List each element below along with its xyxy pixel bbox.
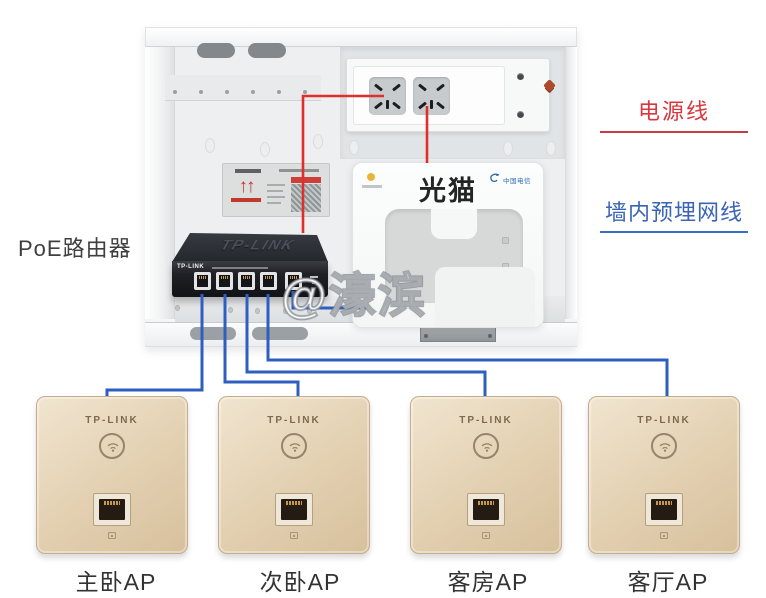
ethernet-port-icon <box>238 272 255 290</box>
sticker-title-bar <box>235 169 261 173</box>
rj45-jack-icon <box>93 493 131 526</box>
rj45-jack-icon <box>275 493 313 526</box>
ap-label-guest-room: 客房AP <box>447 569 529 595</box>
ap-brand: TP-LINK <box>637 415 691 426</box>
cable-knockout <box>252 327 308 340</box>
wall-ap-guest-room: TP-LINK <box>410 396 562 554</box>
ethernet-port-icon <box>260 272 277 290</box>
screw-icon <box>277 90 281 94</box>
floor-hole <box>255 308 260 314</box>
floor-hole <box>228 307 233 313</box>
ethernet-port-icon <box>216 272 233 290</box>
outlet-pin <box>418 101 427 110</box>
ap-label-master-bedroom: 主卧AP <box>75 569 157 595</box>
power-socket-panel <box>346 58 550 132</box>
carrier-name: 中国电信 <box>503 178 531 185</box>
switch-brand-front: TP-LINK <box>177 264 205 270</box>
wall-knockout <box>313 134 323 149</box>
ap-brand: TP-LINK <box>267 415 321 426</box>
switch-model-text-bar <box>212 267 268 269</box>
wall-knockout <box>349 140 359 155</box>
outlet-pin <box>374 101 383 110</box>
power-outlet <box>413 77 450 115</box>
poe-mark-icon <box>310 276 318 284</box>
wall-ap-second-bedroom: TP-LINK <box>218 396 370 554</box>
up-arrows-icon: ↑↑ <box>231 176 261 202</box>
sticker-red-band <box>291 177 321 183</box>
wall-knockout <box>205 138 215 153</box>
box-right-wall <box>565 47 577 319</box>
mounting-rail <box>165 75 321 101</box>
wall-ap-master-bedroom: TP-LINK <box>36 396 188 554</box>
ethernet-icon <box>108 532 116 539</box>
qr-code-icon <box>291 184 321 212</box>
box-lid <box>145 27 577 47</box>
ap-label-second-bedroom: 次卧AP <box>259 569 341 595</box>
screw-icon <box>251 90 255 94</box>
china-telecom-icon <box>489 171 501 189</box>
sticker-text-bar <box>267 196 285 198</box>
ethernet-port-icon <box>285 272 302 290</box>
legend-network-label: 墙内预埋网线 <box>604 200 743 225</box>
wall-knockout <box>546 141 556 156</box>
screw-icon <box>517 111 524 118</box>
ap-brand: TP-LINK <box>85 415 139 426</box>
wall-knockout <box>260 142 270 157</box>
poe-router-label: PoE路由器 <box>18 236 132 261</box>
legend-power-label: 电源线 <box>637 99 710 124</box>
power-outlet <box>369 77 406 115</box>
vent-slot <box>197 43 235 58</box>
bracket-notch <box>431 209 477 239</box>
outlet-pin <box>374 83 383 92</box>
wifi-indicator-icon <box>281 433 307 459</box>
wifi-indicator-icon <box>99 433 125 459</box>
outlet-pin <box>436 101 445 110</box>
screw-icon <box>225 90 229 94</box>
ethernet-icon <box>660 532 668 539</box>
socket-strip <box>353 66 505 125</box>
wifi-indicator-icon <box>473 433 499 459</box>
vent-slot <box>248 43 286 58</box>
outlet-pin <box>418 83 427 92</box>
screw-icon <box>488 334 492 338</box>
ap-brand: TP-LINK <box>459 415 513 426</box>
sticker-text-bar <box>267 202 281 204</box>
wall-knockout <box>503 141 513 156</box>
switch-brand-top: TP-LINK <box>216 237 300 254</box>
legend-power-line <box>600 131 748 133</box>
outlet-pin <box>386 100 389 109</box>
poe-switch: TP-LINK TP-LINK <box>150 224 342 302</box>
floor-hole <box>175 305 180 311</box>
ap-label-living-room: 客厅AP <box>627 569 709 595</box>
outlet-pin <box>392 101 401 110</box>
screw-icon <box>199 90 203 94</box>
carrier-logo: 中国电信 <box>473 171 531 189</box>
cable-knockout <box>190 327 236 340</box>
screw-icon <box>173 90 177 94</box>
ethernet-icon <box>482 532 490 539</box>
screw-icon <box>517 73 524 80</box>
watermark: @濠滨 <box>280 268 427 323</box>
wall-ap-living-room: TP-LINK <box>588 396 740 554</box>
outlet-pin <box>392 83 401 92</box>
wifi-indicator-icon <box>651 433 677 459</box>
sticker-text-bar <box>267 184 285 186</box>
legend-network-line <box>600 231 748 233</box>
outlet-pin <box>430 100 433 109</box>
bracket-stand <box>435 267 535 327</box>
screw-icon <box>424 334 428 338</box>
bracket-hole <box>502 237 509 244</box>
rj45-jack-icon <box>467 493 505 526</box>
rj45-jack-icon <box>645 493 683 526</box>
warning-sticker: ↑↑ <box>222 163 330 217</box>
screw-icon <box>303 90 307 94</box>
sticker-title-bar <box>279 169 319 172</box>
sticker-text-bar <box>267 190 283 192</box>
ethernet-icon <box>290 532 298 539</box>
outlet-pin <box>436 83 445 92</box>
switch-top-face <box>172 233 328 262</box>
modem-name: 光猫 <box>419 176 477 206</box>
ethernet-port-icon <box>194 272 211 290</box>
